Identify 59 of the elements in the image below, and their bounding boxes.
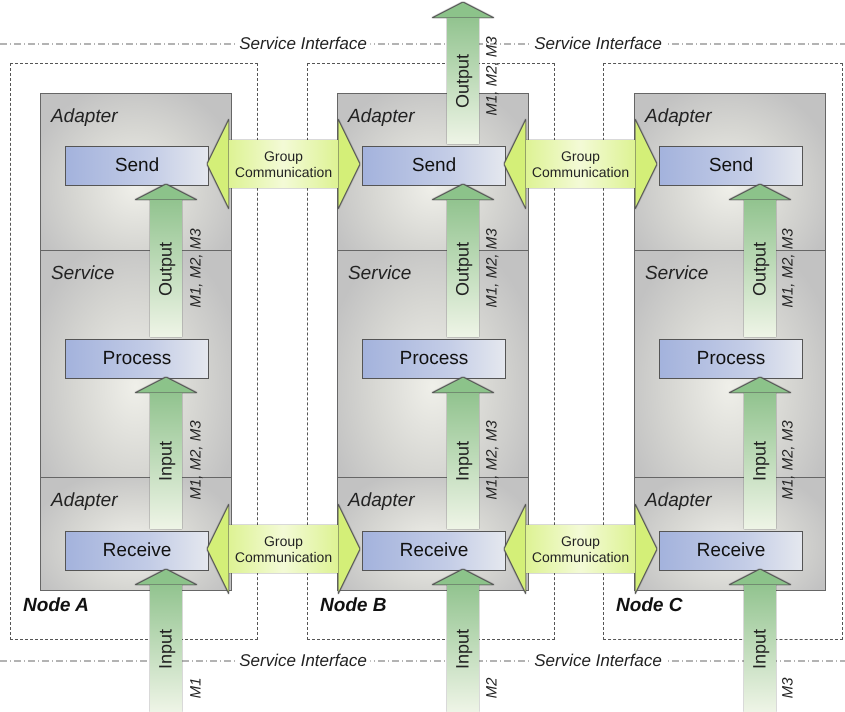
double-block-arrow: [206, 118, 360, 210]
node-title: Node C: [616, 595, 682, 617]
message-label: M1, M2, M3: [484, 35, 500, 118]
edge-label: Group Communication: [234, 532, 334, 566]
edge-label: Group Communication: [234, 148, 334, 180]
edge-label: Output: [452, 54, 474, 108]
layer-title: Adapter: [645, 490, 712, 512]
message-label: M2: [484, 676, 500, 700]
layer-title: Service: [51, 263, 114, 285]
message-label: M1, M2, M3: [780, 227, 796, 310]
edge-label: Output: [452, 241, 474, 296]
edge-label: Input: [156, 440, 176, 482]
layer-title: Service: [645, 263, 708, 285]
component-box: Process: [65, 339, 209, 379]
block-arrow: [134, 376, 198, 529]
edge-label: Group Communication: [530, 532, 630, 566]
edge-label: Input: [452, 628, 474, 669]
layer-title: Service: [348, 263, 412, 285]
block-arrow: [728, 376, 792, 529]
layer-title: Adapter: [51, 106, 118, 128]
component-box: Receive: [659, 531, 803, 571]
double-block-arrow: [504, 504, 658, 594]
block-arrow: [728, 184, 792, 337]
block-arrow: [134, 568, 198, 712]
edge-label: Input: [452, 440, 474, 482]
component-box: Send: [362, 146, 506, 186]
message-label: M1: [188, 676, 204, 700]
edge-label: Input: [750, 628, 770, 669]
message-label: M1, M2, M3: [484, 227, 500, 310]
layer-title: Adapter: [645, 106, 712, 128]
component-box: Receive: [65, 531, 209, 571]
layer-title: Adapter: [348, 490, 415, 512]
edge-label: Group Communication: [530, 148, 630, 180]
message-label: M1, M2, M3: [780, 419, 796, 502]
edge-label: Output: [750, 241, 770, 296]
message-label: M1, M2, M3: [188, 227, 204, 310]
double-block-arrow: [206, 504, 360, 594]
block-arrow: [432, 2, 494, 144]
component-box: Process: [362, 339, 506, 379]
block-arrow: [432, 184, 494, 337]
edge-label: Output: [156, 241, 176, 296]
block-arrow: [134, 184, 198, 337]
layer-title: Adapter: [51, 490, 118, 512]
edge-label: Input: [750, 440, 770, 482]
message-label: M1, M2, M3: [484, 419, 500, 502]
node-title: Node A: [23, 595, 89, 617]
component-box: Send: [659, 146, 803, 186]
block-arrow: [728, 568, 792, 712]
edge-label: Input: [156, 628, 176, 669]
layer-title: Adapter: [348, 106, 415, 128]
double-block-arrow: [504, 118, 658, 210]
block-arrow: [432, 376, 494, 529]
message-label: M3: [780, 676, 796, 700]
message-label: M1, M2, M3: [188, 419, 204, 502]
component-box: Send: [65, 146, 209, 186]
component-box: Process: [659, 339, 803, 379]
block-arrow: [432, 568, 494, 712]
component-box: Receive: [362, 531, 506, 571]
node-title: Node B: [320, 595, 386, 617]
